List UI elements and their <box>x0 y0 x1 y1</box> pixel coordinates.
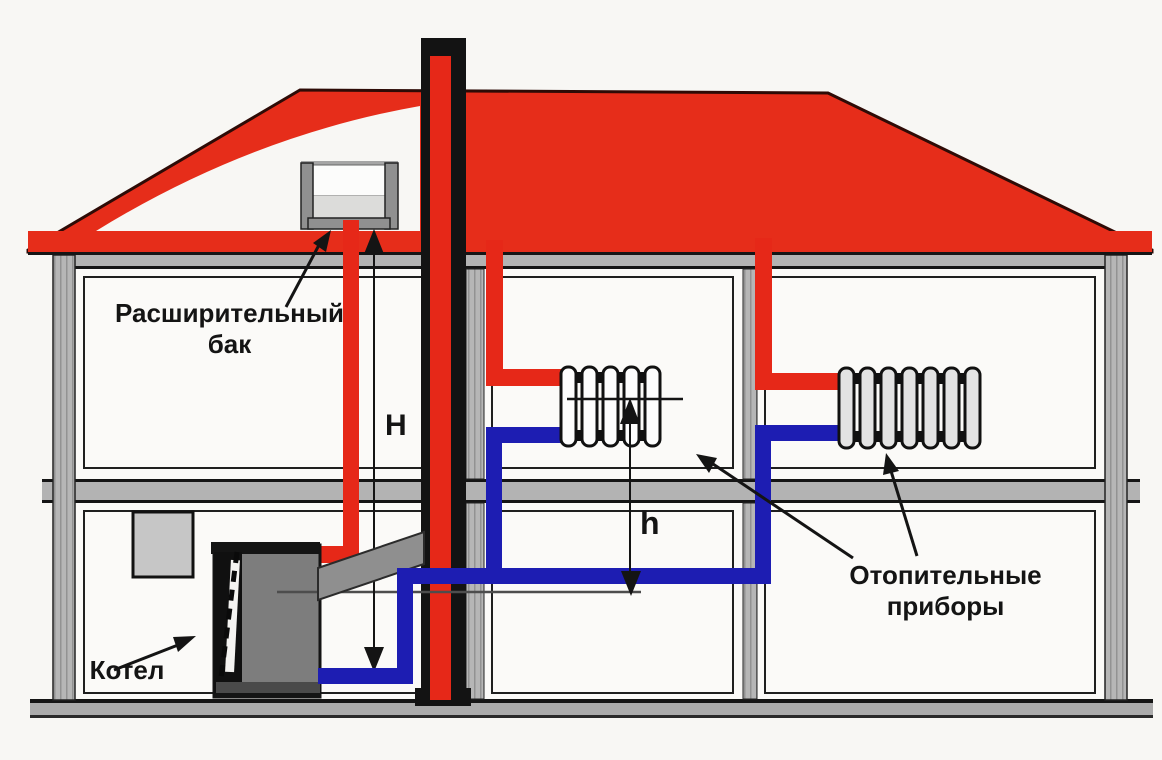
right-radiator-supply-drop <box>755 238 772 390</box>
tank-body <box>312 164 386 197</box>
fascia-bottom-line <box>28 252 1152 255</box>
left-radiator-supply-run <box>486 369 562 386</box>
radiator-section <box>942 366 961 450</box>
expansion-tank-label-line2: бак <box>207 328 252 359</box>
radiator-upper-left <box>559 365 662 448</box>
dimension-H-text: H <box>385 409 407 442</box>
dimension-h-arrow-up <box>620 398 640 424</box>
left-radiator-return-run <box>486 427 562 443</box>
right-radiator-return-drop <box>755 425 771 584</box>
boiler-top <box>211 542 320 554</box>
main-return-downpipe <box>397 568 413 684</box>
annotation-arrows <box>113 230 919 672</box>
supply-pipes <box>318 220 840 563</box>
heaters-label-line1: Отопительные <box>849 560 1042 590</box>
center-wall-lower <box>465 502 485 700</box>
radiator-section <box>837 366 856 450</box>
heaters-arrow-right-head <box>883 453 899 475</box>
room-outline <box>491 510 734 694</box>
dimension-h <box>620 398 641 596</box>
radiator-upper-right <box>837 366 982 450</box>
main-return-horizontal <box>397 568 771 584</box>
radiator-section <box>879 366 898 450</box>
radiator-section <box>963 366 982 450</box>
expansion-tank-label-line1: Расширительный <box>114 298 345 328</box>
tank-right-post <box>384 162 399 230</box>
dimension-h-arrow-down <box>621 571 641 596</box>
roof-fascia-band <box>28 231 1152 252</box>
attic-floor-band <box>55 255 1127 268</box>
expansion-tank-arrow-line <box>284 244 321 308</box>
room-outline <box>764 510 1096 694</box>
right-interior-wall-lower <box>742 502 758 700</box>
boiler <box>211 542 322 699</box>
floor-divider-top-line <box>42 479 1140 482</box>
left-wall <box>52 254 76 701</box>
heaters-arrow-left-head <box>696 454 717 473</box>
left-radiator-return-drop <box>486 427 502 584</box>
dimension-H-label: H <box>385 408 407 443</box>
expansion-tank <box>300 161 399 230</box>
roof <box>26 88 1154 255</box>
dimension-h-label: h <box>640 505 660 543</box>
left-radiator-supply-drop <box>486 240 503 386</box>
tank-riser-pipe <box>343 220 359 563</box>
right-wall <box>1104 254 1128 701</box>
radiator-section <box>580 365 599 448</box>
tank-water <box>313 196 385 218</box>
radiator-section <box>900 366 919 450</box>
dimension-H-arrow-down <box>364 647 384 672</box>
floor-divider-bottom-line <box>42 500 1140 503</box>
dimension-H <box>364 229 384 672</box>
boiler-label: Котел <box>72 655 182 686</box>
tank-left-post <box>300 162 314 230</box>
heaters-label: Отопительные приборы <box>833 560 1058 621</box>
heaters-arrow-left-line <box>712 462 854 560</box>
heaters-label-line2: приборы <box>886 590 1005 621</box>
boiler-bottom-band <box>216 682 320 694</box>
boiler-arrow-head <box>173 636 196 652</box>
attic-floor-line <box>55 266 1127 269</box>
window <box>131 510 195 579</box>
boiler-door-gap <box>225 559 240 673</box>
right-interior-wall-upper <box>742 268 758 480</box>
expansion-tank-label: Расширительный бак <box>112 298 347 359</box>
ground-band <box>30 703 1153 717</box>
tank-top-edge <box>301 161 398 165</box>
return-pipes <box>318 425 840 684</box>
dimension-H-arrow-up <box>364 229 384 254</box>
boiler-bottom-edge <box>214 693 320 698</box>
radiator-section <box>858 366 877 450</box>
dimension-h-text: h <box>640 505 660 541</box>
center-wall-upper <box>465 268 485 480</box>
ground-bottom-line <box>30 715 1153 718</box>
right-radiator-supply-run <box>755 373 840 390</box>
heaters-arrow-right-line <box>889 470 919 557</box>
radiator-section <box>643 365 662 448</box>
boiler-door-dashed-line <box>216 551 240 695</box>
house-structure <box>30 254 1153 718</box>
return-to-boiler <box>318 668 413 684</box>
main-riser-pipe <box>430 56 451 700</box>
floor-divider-band <box>42 479 1140 503</box>
radiator-section <box>601 365 620 448</box>
boiler-label-text: Котел <box>89 655 165 685</box>
radiator-section <box>559 365 578 448</box>
right-radiator-return-run <box>755 425 840 441</box>
flue-duct <box>317 530 425 602</box>
ground-top-line <box>30 699 1153 703</box>
radiator-section <box>921 366 940 450</box>
expansion-tank-arrow-head <box>313 230 331 252</box>
boiler-arrow-line <box>113 643 179 672</box>
